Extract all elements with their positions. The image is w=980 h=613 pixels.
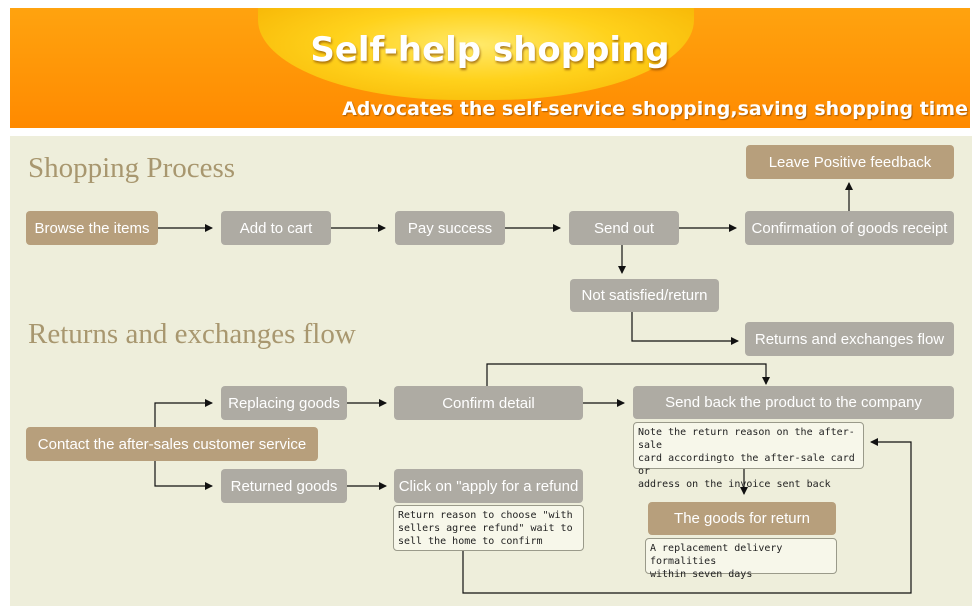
arrow-refund-loop [462,438,912,594]
returns-flow-box: Returns and exchanges flow [745,322,954,356]
replacement-note: A replacement delivery formalities withi… [645,538,837,580]
replacing-goods-box: Replacing goods [221,386,347,420]
leave-feedback-box: Leave Positive feedback [746,145,954,179]
after-sale-note: Note the return reason on the after-sale… [633,422,864,490]
confirm-detail-box: Confirm detail [394,386,583,420]
apply-refund-box: Click on "apply for a refund [394,469,583,503]
goods-for-return-box: The goods for return [648,502,836,535]
contact-after-sales-box: Contact the after-sales customer service [26,427,318,461]
arrow-confirm-loop [486,363,770,386]
send-out-box: Send out [569,211,679,245]
shopping-process-heading: Shopping Process [28,152,236,184]
confirm-receipt-box: Confirmation of goods receipt [745,211,954,245]
returned-goods-box: Returned goods [221,469,347,503]
banner-title: Self-help shopping [310,30,670,70]
send-back-box: Send back the product to the company [633,386,954,419]
returns-flow-heading: Returns and exchanges flow [28,318,356,350]
arrow-notsatisfied-to-returns [631,312,739,345]
add-to-cart-box: Add to cart [221,211,331,245]
pay-success-box: Pay success [395,211,505,245]
banner-subtitle: Advocates the self-service shopping,savi… [342,98,968,120]
not-satisfied-box: Not satisfied/return [570,279,719,312]
return-reason-note: Return reason to choose "with sellers ag… [393,505,584,551]
browse-items-box: Browse the items [26,211,158,245]
